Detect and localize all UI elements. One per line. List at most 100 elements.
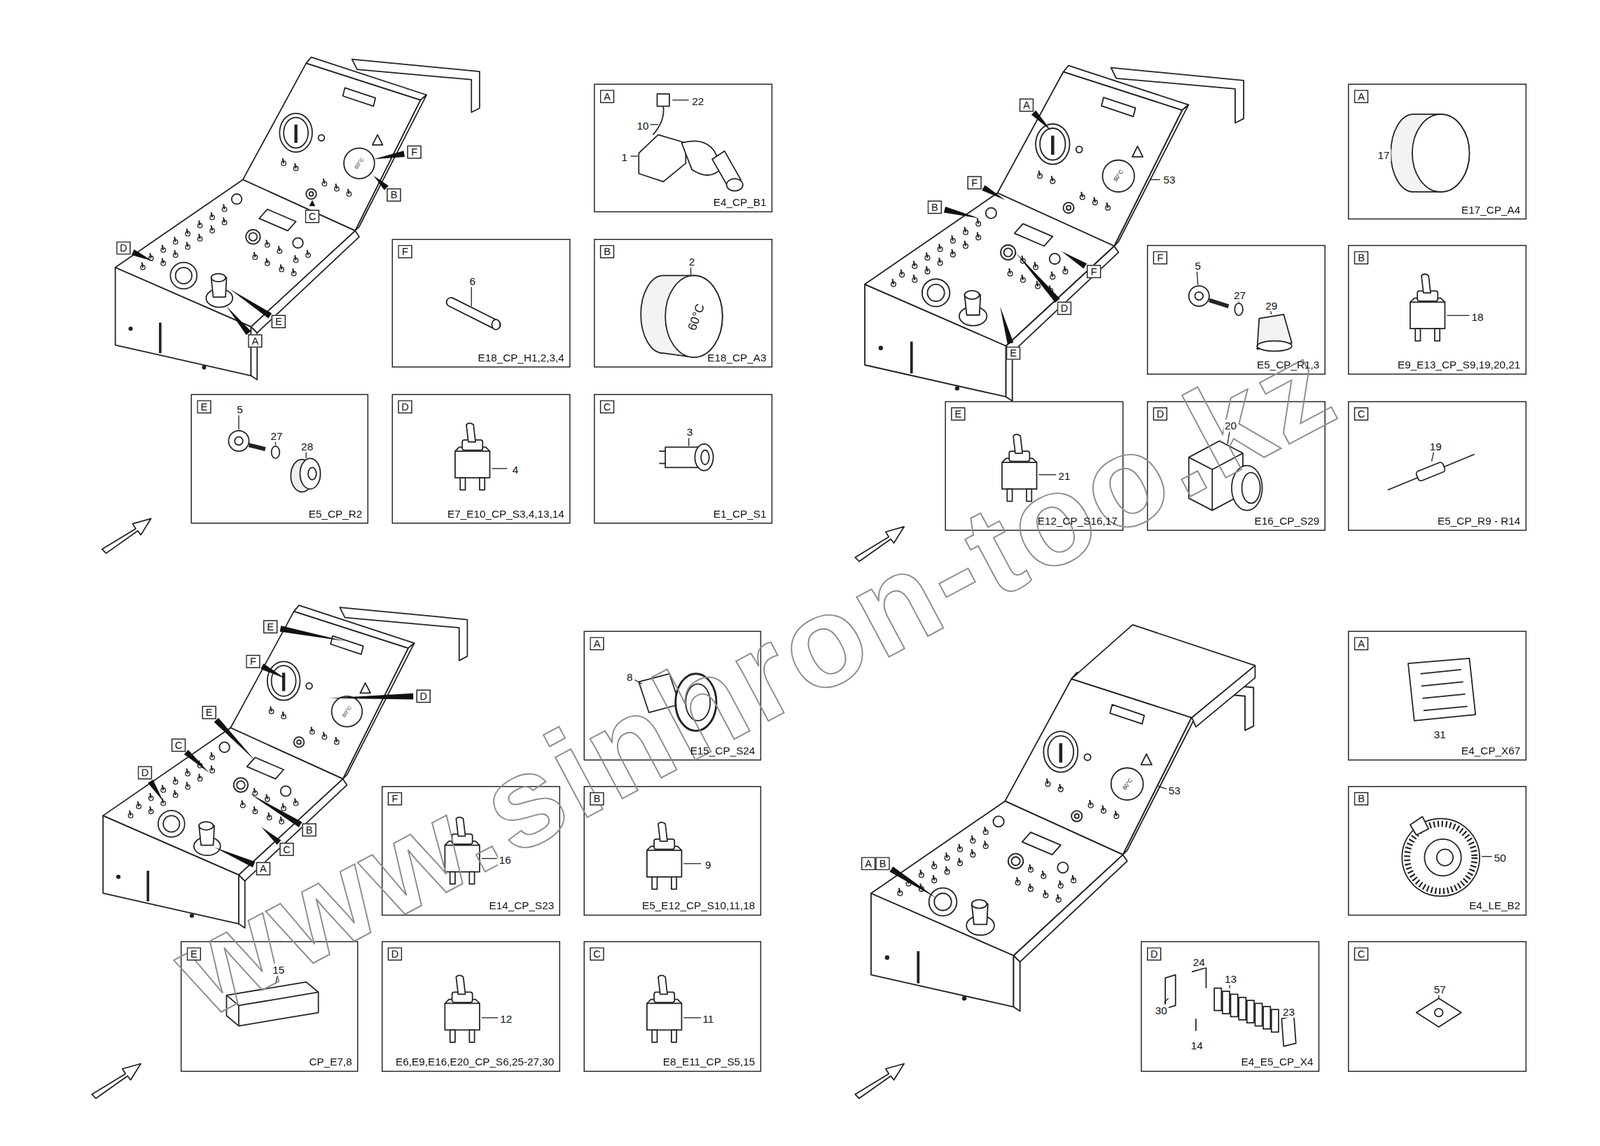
reference-code: E6,E9,E16,E20_CP_S6,25-27,30 — [395, 1055, 554, 1068]
detail-box: C 57 — [1347, 941, 1527, 1073]
callout-number: 57 — [1432, 982, 1447, 996]
gauge-marking: 60°C — [341, 704, 354, 719]
callout-number: 29 — [1264, 298, 1279, 312]
pointer-wedge — [184, 749, 210, 773]
detail-box: E 5 27 28E5_CP_R2 — [191, 394, 370, 524]
gauge-marking: 60°C — [1111, 168, 1125, 183]
gauge-marking: 60°C — [1121, 776, 1134, 791]
view-callout: E — [202, 705, 217, 720]
pointer-wedge — [328, 693, 414, 700]
callout-number: 10 — [635, 119, 650, 132]
reference-code: CP_E7,8 — [309, 1055, 353, 1068]
view-callout: B — [301, 822, 316, 837]
callout-number: 18 — [1470, 310, 1485, 323]
pointer-wedge — [226, 305, 252, 335]
pointer-wedge — [981, 184, 1005, 200]
reference-code: E7_E10_CP_S3,4,13,14 — [447, 506, 565, 520]
callout-number: 3 — [685, 425, 694, 439]
reference-code: E12_CP_S16,17 — [1037, 513, 1118, 527]
view-callout: C — [305, 209, 320, 223]
reference-code: E4_LE_B2 — [1469, 899, 1521, 912]
view-callout: C — [171, 738, 186, 752]
view-letter: A — [589, 636, 604, 650]
detail-box: A22101E4_CP_B1 — [593, 83, 773, 213]
view-callout: D — [1057, 301, 1072, 316]
detail-box: A31E4_CP_X67 — [1347, 630, 1527, 761]
callout-number: 5 — [1193, 259, 1202, 272]
view-letter: C — [1354, 946, 1369, 960]
callout-number: 13 — [1223, 972, 1238, 986]
view-letter: E — [186, 946, 201, 960]
reference-code: E4_E5_CP_X4 — [1241, 1055, 1314, 1068]
callout-number: 9 — [704, 858, 713, 872]
view-letter: B — [1354, 791, 1369, 806]
pointer-wedge — [249, 792, 303, 827]
pointer-wedge — [373, 150, 405, 159]
callout-number: 6 — [468, 274, 477, 288]
reference-code: E14_CP_S23 — [489, 899, 555, 912]
view-letter: F — [1153, 250, 1168, 264]
callout-number: 31 — [1432, 727, 1447, 741]
view-letter: B — [1354, 250, 1369, 264]
callout-number: 8 — [625, 670, 633, 683]
reference-code: E5_CP_R2 — [308, 506, 363, 520]
gauge-marking: 60°C — [352, 156, 366, 171]
callout-number: 12 — [499, 1012, 514, 1026]
callout-number: 19 — [1428, 439, 1443, 453]
pointer-wedge — [229, 288, 272, 318]
reference-code: E16_CP_S29 — [1254, 513, 1320, 527]
pointer-wedge — [147, 779, 164, 802]
view-letter: D — [387, 946, 402, 960]
view-callout: F — [967, 175, 982, 190]
callout-number: 27 — [269, 429, 284, 442]
view-letter: C — [600, 399, 615, 414]
view-callout: D — [416, 689, 431, 703]
detail-box: F6E18_CP_H1,2,3,4 — [392, 238, 571, 368]
view-callout: A — [256, 861, 271, 876]
callout-number: 21 — [1057, 469, 1072, 482]
pointer-wedge — [1031, 110, 1052, 131]
reference-code: E5_CP_R1,3 — [1256, 357, 1320, 371]
reference-code: E5_CP_R9 - R14 — [1437, 513, 1521, 527]
detail-box: B260°CE18_CP_A3 — [593, 238, 773, 368]
view-letter: E — [196, 399, 211, 414]
view-callout: D — [137, 766, 152, 780]
reference-code: E8_E11_CP_S5,15 — [663, 1055, 756, 1068]
pointer-wedge — [280, 625, 346, 641]
callout-number: 23 — [1282, 1004, 1297, 1018]
view-callout: A — [861, 856, 876, 870]
pointer-wedge — [261, 826, 281, 845]
pointer-wedge — [260, 663, 286, 679]
callout-number: 4 — [511, 463, 519, 477]
reference-code: E9_E13_CP_S9,19,20,21 — [1397, 357, 1521, 371]
view-callout: B — [386, 188, 401, 202]
detail-box: C 19E5_CP_R9 - R14 — [1347, 401, 1527, 531]
callout-number: 53 — [1162, 173, 1177, 187]
callout-number: 5 — [235, 403, 244, 416]
callout-number: 2 — [687, 254, 696, 268]
callout-number: 53 — [1167, 783, 1182, 797]
pointer-wedge — [309, 200, 316, 207]
view-callout: F — [406, 145, 421, 159]
reference-code: E18_CP_A3 — [707, 350, 767, 364]
view-letter: D — [397, 399, 412, 414]
view-callout: B — [875, 856, 890, 870]
detail-box: D2413302314E4_E5_CP_X4 — [1140, 941, 1320, 1073]
reference-code: E17_CP_A4 — [1461, 203, 1521, 216]
view-callout: E — [1006, 346, 1021, 360]
callout-number: 17 — [1376, 149, 1391, 162]
view-callout: C — [279, 842, 294, 856]
view-letter: C — [589, 946, 604, 960]
view-callout: F — [245, 654, 260, 669]
detail-box: D 4E7_E10_CP_S3,4,13,14 — [392, 394, 571, 524]
view-callout: E — [263, 619, 278, 633]
callout-number: 27 — [1233, 288, 1248, 302]
callout-number: 30 — [1153, 1004, 1168, 1017]
callout-number: 28 — [300, 439, 315, 453]
reference-code: E15_CP_S24 — [690, 743, 756, 757]
view-callout: D — [116, 241, 131, 255]
view-letter: C — [1354, 406, 1369, 421]
view-callout: A — [247, 334, 262, 348]
callout-number: 1 — [620, 151, 629, 164]
watermark: www.sinhron-too.kz — [150, 310, 1360, 1047]
